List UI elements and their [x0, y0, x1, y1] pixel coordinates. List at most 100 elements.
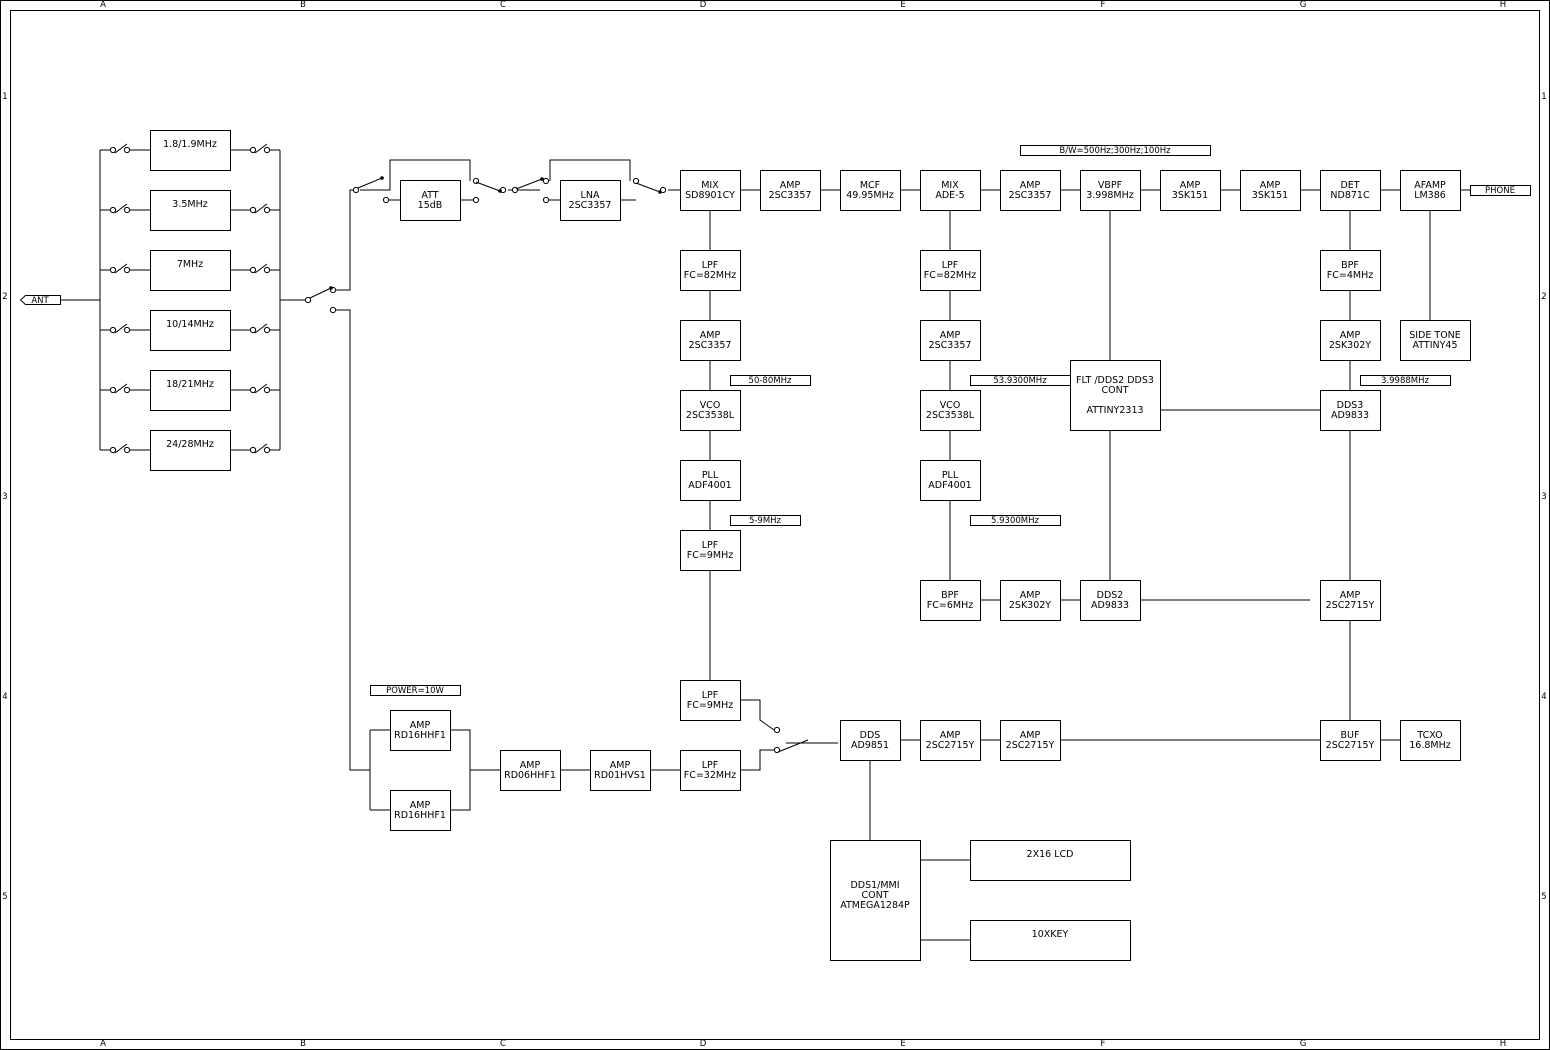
- block-outline: [830, 840, 921, 961]
- block-label-line: LM386: [1414, 190, 1446, 201]
- grid-row-label: 5: [2, 892, 7, 902]
- block-outline: [680, 250, 741, 291]
- switch-lever: [114, 443, 128, 454]
- block-label-line: 1.8/1.9MHz: [163, 139, 217, 150]
- switch-contact: [263, 266, 271, 274]
- block-outline: [150, 190, 231, 231]
- block-outline: [500, 750, 561, 791]
- block-label-line: ATTINY2313: [1086, 405, 1143, 416]
- switch-contact: [773, 726, 781, 734]
- block-label-line: FC=32MHz: [684, 770, 736, 781]
- block-label-line: DDS3: [1337, 400, 1364, 411]
- switch-contact: [123, 206, 131, 214]
- block-label-line: VCO: [940, 400, 961, 411]
- switch-lever: [309, 287, 332, 299]
- grid-col-label: H: [1500, 0, 1506, 10]
- function-blocks: 1.8/1.9MHz3.5MHz7MHz10/14MHz18/21MHz24/2…: [150, 130, 1471, 961]
- block-label-line: AMP: [410, 720, 431, 731]
- grid-row-label: 5: [1541, 892, 1546, 902]
- switch-contact: [382, 196, 390, 204]
- block-label-line: RD16HHF1: [394, 730, 446, 741]
- label-f-53930: 53.9300MHz: [970, 375, 1071, 386]
- block-label-line: ND871C: [1330, 190, 1370, 201]
- block-label-line: 18/21MHz: [166, 379, 214, 390]
- label-phone: PHONE: [1470, 185, 1531, 196]
- wire: [336, 189, 356, 291]
- block-outline: [680, 320, 741, 361]
- block-outline: [920, 720, 981, 761]
- block-outline: [840, 720, 901, 761]
- switch-contact: [352, 186, 360, 194]
- label-power: POWER=10W: [370, 685, 461, 696]
- grid-row-label: 2: [2, 292, 7, 302]
- block-label-line: SD8901CY: [685, 190, 735, 201]
- block-label-line: CONT: [1101, 385, 1128, 396]
- block-outline: [1320, 580, 1381, 621]
- label-text: PHONE: [1485, 186, 1515, 196]
- switch-lever: [635, 182, 661, 193]
- wire: [450, 729, 471, 811]
- switch-contact: [263, 326, 271, 334]
- block-label-line: AMP: [1020, 180, 1041, 191]
- block-label-line: MIX: [941, 180, 959, 191]
- block-label-line: FLT /DDS2 DDS3: [1076, 375, 1154, 386]
- block-label-line: 2SC2715Y: [1326, 600, 1375, 611]
- label-text: 3.9988MHz: [1381, 376, 1429, 386]
- switch-contact: [472, 196, 480, 204]
- block-outline: [590, 750, 651, 791]
- block-outline: [1000, 720, 1061, 761]
- label-box: [1360, 375, 1451, 386]
- label-f-5-9: 5-9MHz: [730, 515, 801, 526]
- switch-contact: [109, 146, 117, 154]
- grid-col-label: D: [700, 0, 707, 10]
- grid-row-label: 2: [1541, 292, 1546, 302]
- block-label-line: AMP: [780, 180, 801, 191]
- block-label-line: 2SC3357: [1009, 190, 1052, 201]
- wire: [336, 309, 370, 771]
- block-label-line: FC=6MHz: [927, 600, 973, 611]
- block-label-line: MCF: [860, 180, 880, 191]
- switch-contact: [542, 177, 550, 185]
- switch-arrowhead: [658, 190, 662, 194]
- block-label-line: RD16HHF1: [394, 810, 446, 821]
- label-bw: B/W=500Hz;300Hz;100Hz: [1020, 145, 1211, 156]
- block-label-line: 10/14MHz: [166, 319, 214, 330]
- switch-lever: [254, 323, 268, 334]
- block-label-line: AD9833: [1331, 410, 1369, 421]
- switch-contact: [109, 326, 117, 334]
- wire: [740, 699, 775, 731]
- block-label-line: SIDE TONE: [1409, 330, 1461, 341]
- block-label-line: LPF: [702, 760, 719, 771]
- switch-lever: [777, 739, 809, 753]
- grid-row-label: 1: [1541, 92, 1546, 102]
- switch-contact: [304, 296, 312, 304]
- switch-contact: [249, 446, 257, 454]
- block-outline: [1240, 170, 1301, 211]
- switch-contact: [263, 386, 271, 394]
- block-outline: [680, 530, 741, 571]
- block-label-line: TCXO: [1416, 730, 1442, 741]
- switch-lever: [254, 263, 268, 274]
- block-label-line: 2SK302Y: [1329, 340, 1371, 351]
- grid-col-label: G: [1300, 0, 1307, 10]
- antenna-label: ANT: [31, 296, 49, 306]
- grid-row-label: 4: [1541, 692, 1546, 702]
- switch-lever: [254, 203, 268, 214]
- block-label-line: BPF: [1341, 260, 1359, 271]
- block-outline: [1320, 390, 1381, 431]
- switch-lever: [475, 181, 501, 192]
- switch-contact: [109, 206, 117, 214]
- block-outline: [680, 390, 741, 431]
- label-text: 5-9MHz: [749, 516, 782, 526]
